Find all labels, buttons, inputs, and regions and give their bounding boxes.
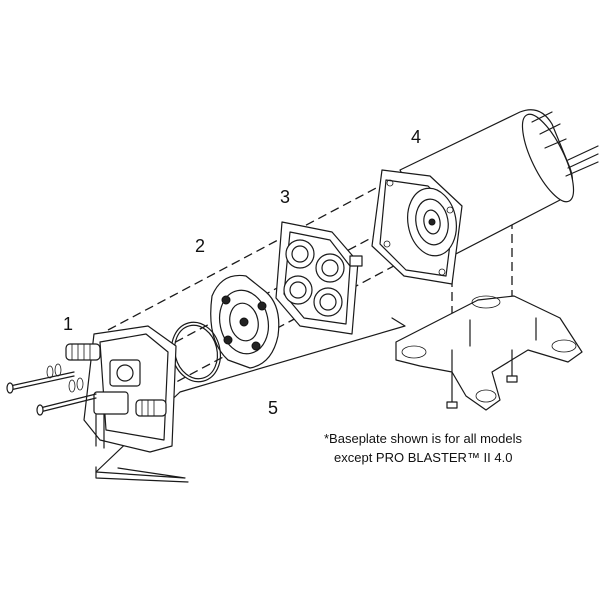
motor-assembly <box>371 109 599 285</box>
baseplate-footnote: *Baseplate shown is for all models excep… <box>324 429 522 467</box>
diaphragm-assembly <box>171 274 280 383</box>
callout-part-2: 2 <box>195 236 206 256</box>
footnote-line-2: except PRO BLASTER™ II 4.0 <box>334 450 513 465</box>
callout-part-3: 3 <box>280 187 291 207</box>
callout-part-1: 1 <box>63 314 74 334</box>
baseplate <box>395 295 583 411</box>
callout-assembly-5: 5 <box>268 398 279 418</box>
valve-housing <box>275 221 363 335</box>
callout-part-4: 4 <box>411 127 422 147</box>
pump-head <box>6 325 177 453</box>
footnote-line-1: *Baseplate shown is for all models <box>324 431 522 446</box>
